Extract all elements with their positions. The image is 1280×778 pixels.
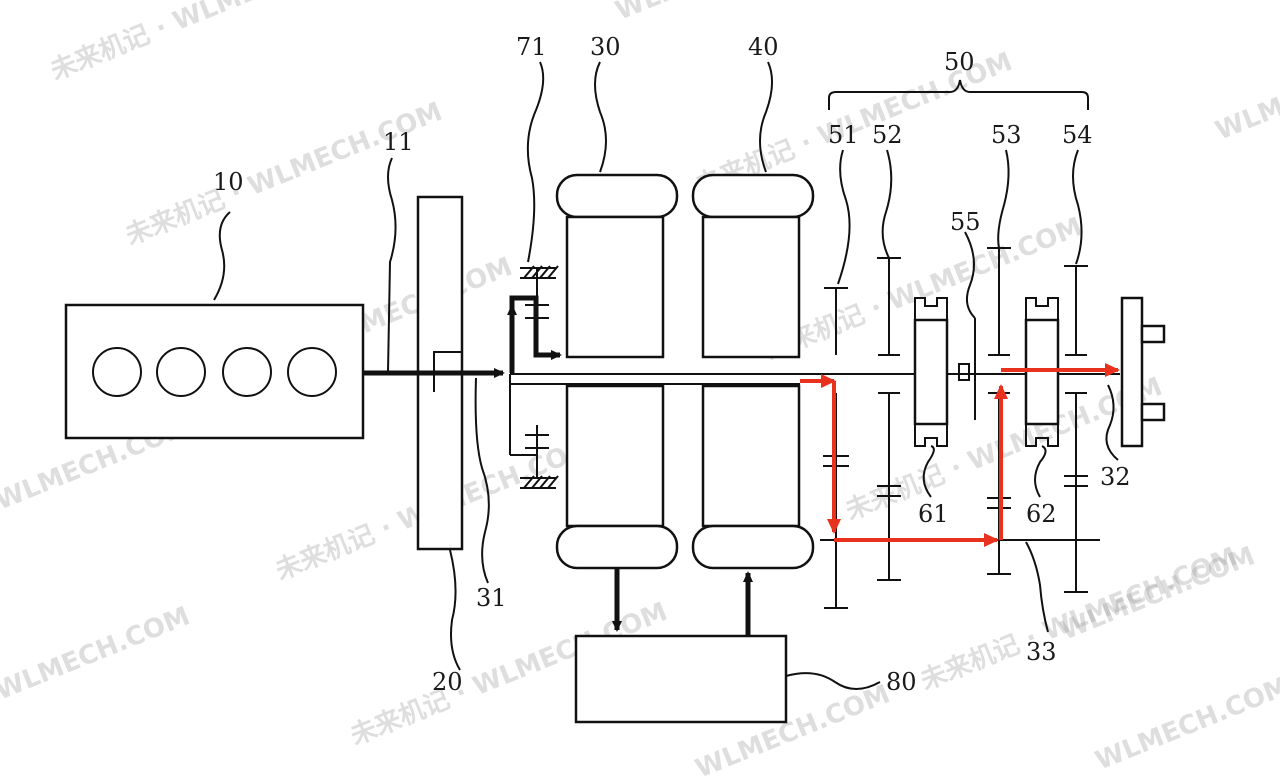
label-motor-1: 30 — [590, 33, 621, 61]
engine-power-flow — [363, 295, 753, 636]
engine — [64, 303, 365, 440]
leader-lines — [213, 61, 1119, 690]
label-sync-62: 62 — [1026, 500, 1057, 528]
label-damper: 20 — [432, 668, 463, 696]
controller — [574, 634, 788, 724]
watermark: WLMECH.COM — [1211, 41, 1280, 146]
watermark: WLMECH.COM — [0, 601, 194, 706]
cylinder-icon — [156, 347, 206, 397]
label-sync-61: 61 — [918, 500, 949, 528]
watermark: 未来机记 · WLMECH.COM — [46, 0, 371, 86]
watermark: WLMECH.COM — [1091, 671, 1280, 776]
cylinder-icon — [287, 347, 337, 397]
label-gearbox: 50 — [944, 48, 975, 76]
watermark: WLMECH.COM — [611, 0, 814, 26]
label-countershaft-33: 33 — [1026, 638, 1057, 666]
watermark: WLMECH.COM — [1056, 541, 1259, 646]
label-shaft-31: 31 — [476, 584, 507, 612]
label-gear-54: 54 — [1062, 121, 1093, 149]
motor-1 — [555, 173, 679, 570]
label-engine: 10 — [213, 168, 244, 196]
gearbox — [820, 79, 1100, 609]
watermark: 未来机记 · WLMECH.COM — [841, 372, 1166, 527]
label-gear-53: 53 — [991, 121, 1022, 149]
motor-2 — [691, 173, 815, 570]
label-motor-2: 40 — [748, 33, 779, 61]
label-gear-52: 52 — [872, 121, 903, 149]
label-brake: 71 — [516, 33, 547, 61]
labels: 10 11 20 31 71 30 40 50 51 52 53 54 55 6… — [213, 33, 1131, 696]
output-flange — [1120, 296, 1166, 448]
label-output-32: 32 — [1100, 463, 1131, 491]
electric-power-flow — [800, 363, 1120, 547]
label-gear-55: 55 — [950, 208, 981, 236]
cylinder-icon — [222, 347, 272, 397]
label-input-shaft: 11 — [383, 128, 414, 156]
watermark: 未来机记 · WLMECH.COM — [121, 97, 446, 252]
label-gear-51: 51 — [828, 121, 859, 149]
cylinder-icon — [92, 347, 142, 397]
label-controller: 80 — [886, 668, 917, 696]
